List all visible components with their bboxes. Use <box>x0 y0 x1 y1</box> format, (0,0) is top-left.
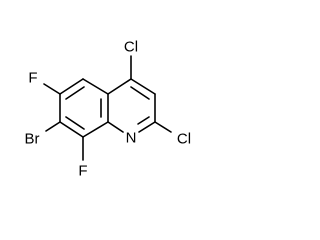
atom-label-chlorine-4: Cl <box>124 39 138 56</box>
atom-label-fluorine-8: F <box>78 163 87 180</box>
atom-label-chlorine-2: Cl <box>177 131 191 148</box>
bond-c4a-c4 <box>107 78 132 95</box>
atom-label-nitrogen-1: N <box>126 130 137 147</box>
bond-c2-cl <box>154 121 172 133</box>
atom-label-layer: F Cl Br N Cl F <box>25 39 192 180</box>
atom-label-fluorine-6: F <box>28 70 37 87</box>
bond-n1-c8a <box>107 121 124 133</box>
atom-label-bromine-7: Br <box>25 131 40 148</box>
bond-c4a-c5 <box>82 78 109 95</box>
bond-c4-c3 <box>130 78 156 95</box>
bond-c5-c6-inner <box>65 86 85 100</box>
bond-c7-br <box>45 121 61 132</box>
bond-layer <box>43 55 172 161</box>
bond-c4-c3-inner <box>130 86 150 100</box>
bond-c8-c8a <box>82 121 109 138</box>
bond-c6-f <box>43 83 61 95</box>
molecule-structure-diagram: F Cl Br N Cl F <box>25 39 192 180</box>
bond-c2-n1 <box>138 121 156 133</box>
bond-c7-c8 <box>59 121 84 138</box>
bond-c2-n1-inner <box>137 116 150 125</box>
bond-c5-c6 <box>59 78 84 95</box>
bond-c7-c8-inner <box>65 116 85 130</box>
